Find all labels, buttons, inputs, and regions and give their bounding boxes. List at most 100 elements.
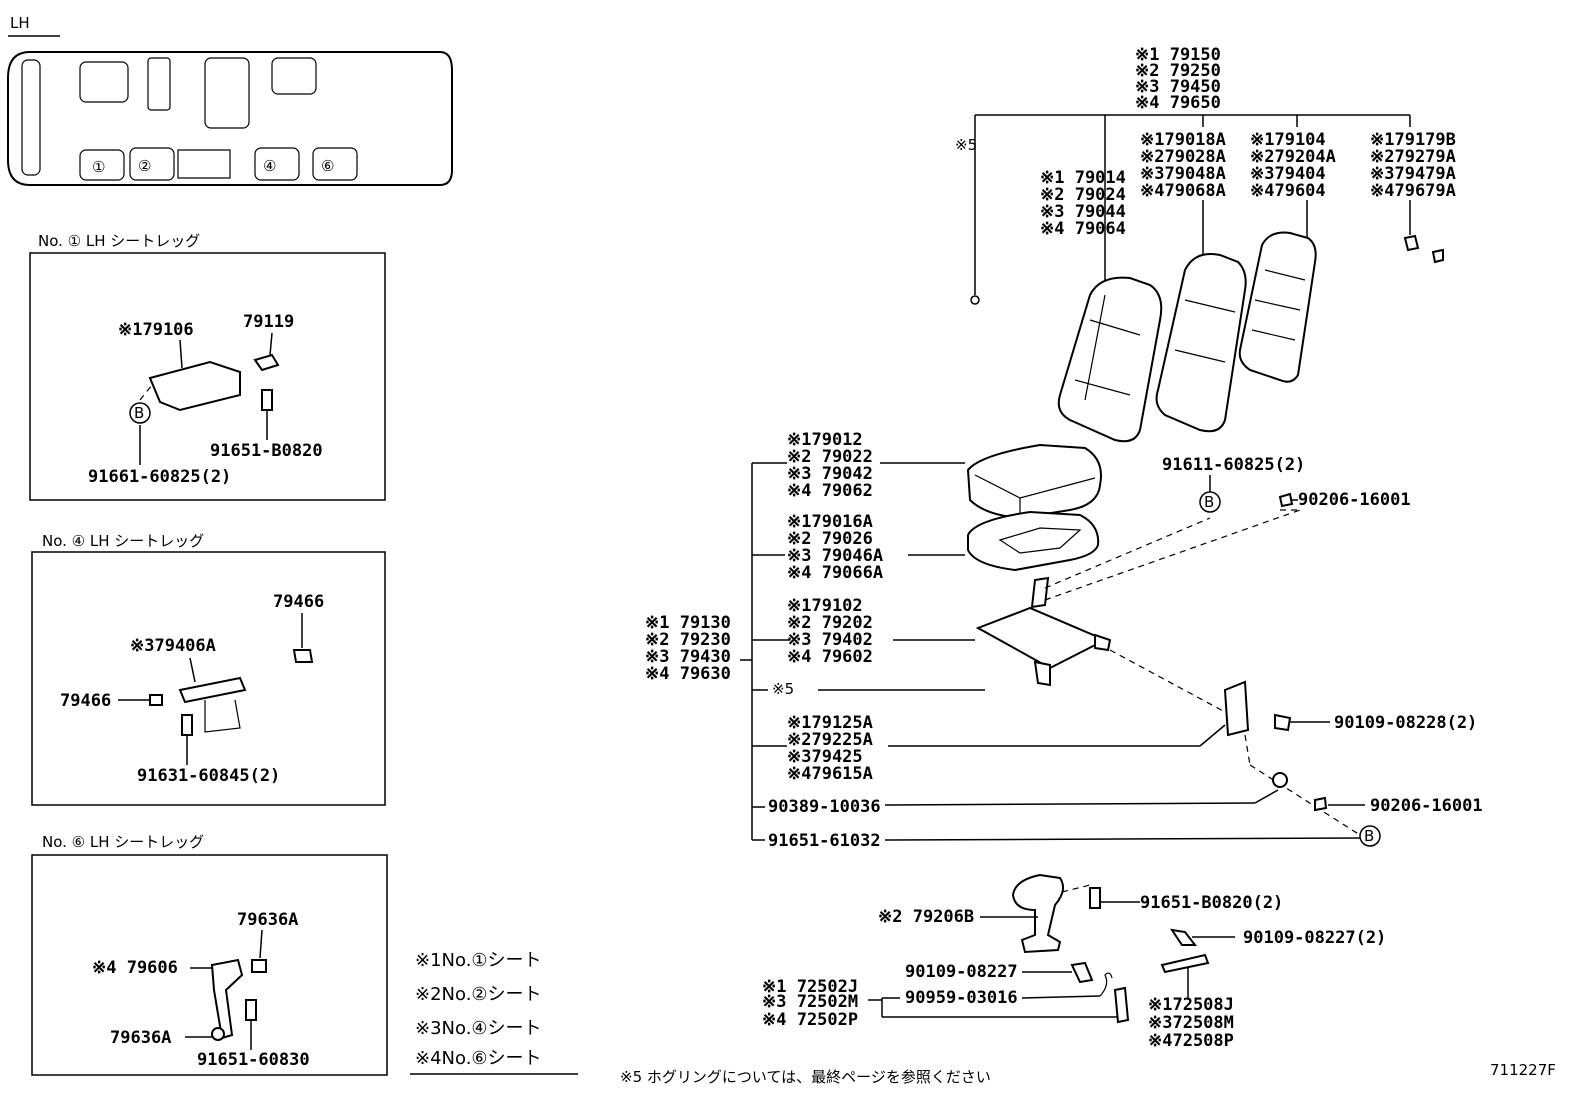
clip-part: [253, 353, 280, 372]
diagram-line: [254, 147, 300, 181]
side-bracket: [1223, 680, 1250, 737]
part-label: ※3 79402: [787, 630, 873, 650]
part-label: ※3 79044: [1040, 202, 1126, 222]
panel-1-box: [29, 252, 386, 501]
panel-1-title: No. ① LH シートレッグ: [38, 232, 200, 250]
part-label: 91631-60845(2): [137, 766, 280, 786]
part-label: ※179102: [787, 596, 863, 616]
diagram-line: [181, 714, 193, 736]
rod-part: [1160, 953, 1210, 974]
diagram-line: [1403, 234, 1420, 252]
bolt-c-label: 91611-60825(2): [1162, 455, 1305, 475]
diagram-line: [1251, 269, 1306, 341]
diagram-line: [177, 149, 231, 179]
part-label: 91651-60830: [197, 1050, 310, 1070]
diagram-line: [1244, 734, 1251, 766]
part-label: ※279204A: [1250, 147, 1336, 167]
part-label: ※279028A: [1140, 147, 1226, 167]
diagram-line: [970, 295, 980, 305]
part-label: ※179012: [787, 430, 863, 450]
diagram-line: [147, 57, 171, 111]
seatback-cover: [1057, 276, 1163, 443]
nut-b-label: 90206-16001: [1370, 796, 1483, 816]
part-label: ※379404: [1250, 164, 1326, 184]
seatback-pad: [1155, 253, 1247, 433]
lock-label: ※1 72502J※3 72502M※4 72502P: [762, 977, 858, 1030]
part-label: ※2 79202: [787, 613, 873, 633]
diagram-line: [1044, 517, 1211, 589]
legend-item: ※1No.①シート: [415, 950, 542, 971]
part-label: ※3 79430: [645, 647, 731, 667]
part-label: ※379479A: [1370, 164, 1456, 184]
part-label: ※279279A: [1370, 147, 1456, 167]
part-label: ※4 79650: [1135, 93, 1221, 113]
cushion-cover-label: ※179012※2 79022※3 79042※4 79062: [787, 430, 873, 501]
diagram-line: [1249, 764, 1361, 836]
part-label: ※279225A: [787, 730, 873, 750]
part-label: ※3 79042: [787, 464, 873, 484]
diagram-line: [1074, 294, 1141, 401]
diagram-line: [129, 147, 175, 181]
part-label: ※4 79606: [92, 958, 178, 978]
part-label: ※3 79046A: [787, 546, 883, 566]
bolt-b-label: 91651-61032: [768, 831, 881, 851]
part-label: ※379048A: [1140, 164, 1226, 184]
diagram-line: [269, 332, 273, 356]
seat-leg-bracket: [148, 360, 241, 412]
part-label: ※1 72502J: [762, 977, 858, 997]
part-label: ※479068A: [1140, 181, 1226, 201]
diagram-line: [179, 339, 183, 369]
diagram-line: [1174, 299, 1236, 363]
van-seat-2: ②: [138, 157, 151, 175]
diagram-line: [1199, 724, 1226, 747]
diagram-line: [884, 802, 1256, 806]
part-label: ※4 72502P: [762, 1010, 858, 1030]
diagram-line: [1169, 928, 1198, 946]
diagram-line: [1061, 884, 1091, 893]
part-label: 91651-B0820: [210, 441, 323, 461]
spring-label: 90959-03016: [905, 988, 1018, 1008]
diagram-line: [79, 61, 129, 103]
diagram-line: [998, 527, 1082, 554]
lock-part: [1113, 986, 1130, 1024]
hog-ring-label: ※5: [772, 680, 794, 698]
seat-assy-label: ※1 79150 ※2 79250 ※3 79450 ※4 79650: [1135, 45, 1221, 113]
seat-cushion-cover: [966, 443, 1102, 520]
part-label: ※179104: [1250, 130, 1326, 150]
ref-b-label: B: [1364, 827, 1374, 845]
part-label: 79466: [273, 592, 324, 612]
diagram-line: [1199, 491, 1221, 513]
back-cover-label: ※1 79014※2 79024※3 79044※4 79064: [1040, 168, 1126, 239]
seat-leg: [1011, 873, 1065, 954]
van-seat-6: ⑥: [321, 157, 334, 175]
bolt-f-label: 90109-08227: [905, 962, 1018, 982]
diagram-line: [1274, 713, 1292, 732]
part-label: ※179016A: [787, 512, 873, 532]
part-label: ※4 79062: [787, 481, 873, 501]
cushion-pad-label: ※179016A※2 79026※3 79046A※4 79066A: [787, 512, 883, 583]
part-label: ※1 79130: [645, 613, 731, 633]
diagram-line: [139, 384, 153, 401]
diagram-line: [245, 999, 257, 1021]
diagram-line: [1044, 509, 1301, 601]
legend-item: ※2No.②シート: [415, 984, 542, 1005]
diagram-line: [79, 149, 125, 181]
part-label: ※179125A: [787, 713, 873, 733]
diagram-line: [211, 1027, 225, 1041]
part-label: ※4 79064: [1040, 219, 1126, 239]
part-label: ※1 79014: [1040, 168, 1126, 188]
part-label: ※372508M: [1148, 1013, 1234, 1033]
van-layout: ① ② ④ ⑥: [7, 51, 453, 186]
leg-bolt-label: 91651-B0820(2): [1140, 893, 1283, 913]
diagram-line: [251, 959, 267, 973]
diagram-line: [1431, 248, 1444, 264]
diagram-line: [259, 929, 263, 959]
bracket-label: ※179125A※279225A※379425※479615A: [787, 713, 873, 784]
part-label: ※4 79630: [645, 664, 731, 684]
part-label: ※2 79026: [787, 529, 873, 549]
part-label: 91661-60825(2): [88, 467, 231, 487]
bolt-part: [261, 389, 273, 411]
note5-label: ※5: [955, 136, 977, 154]
